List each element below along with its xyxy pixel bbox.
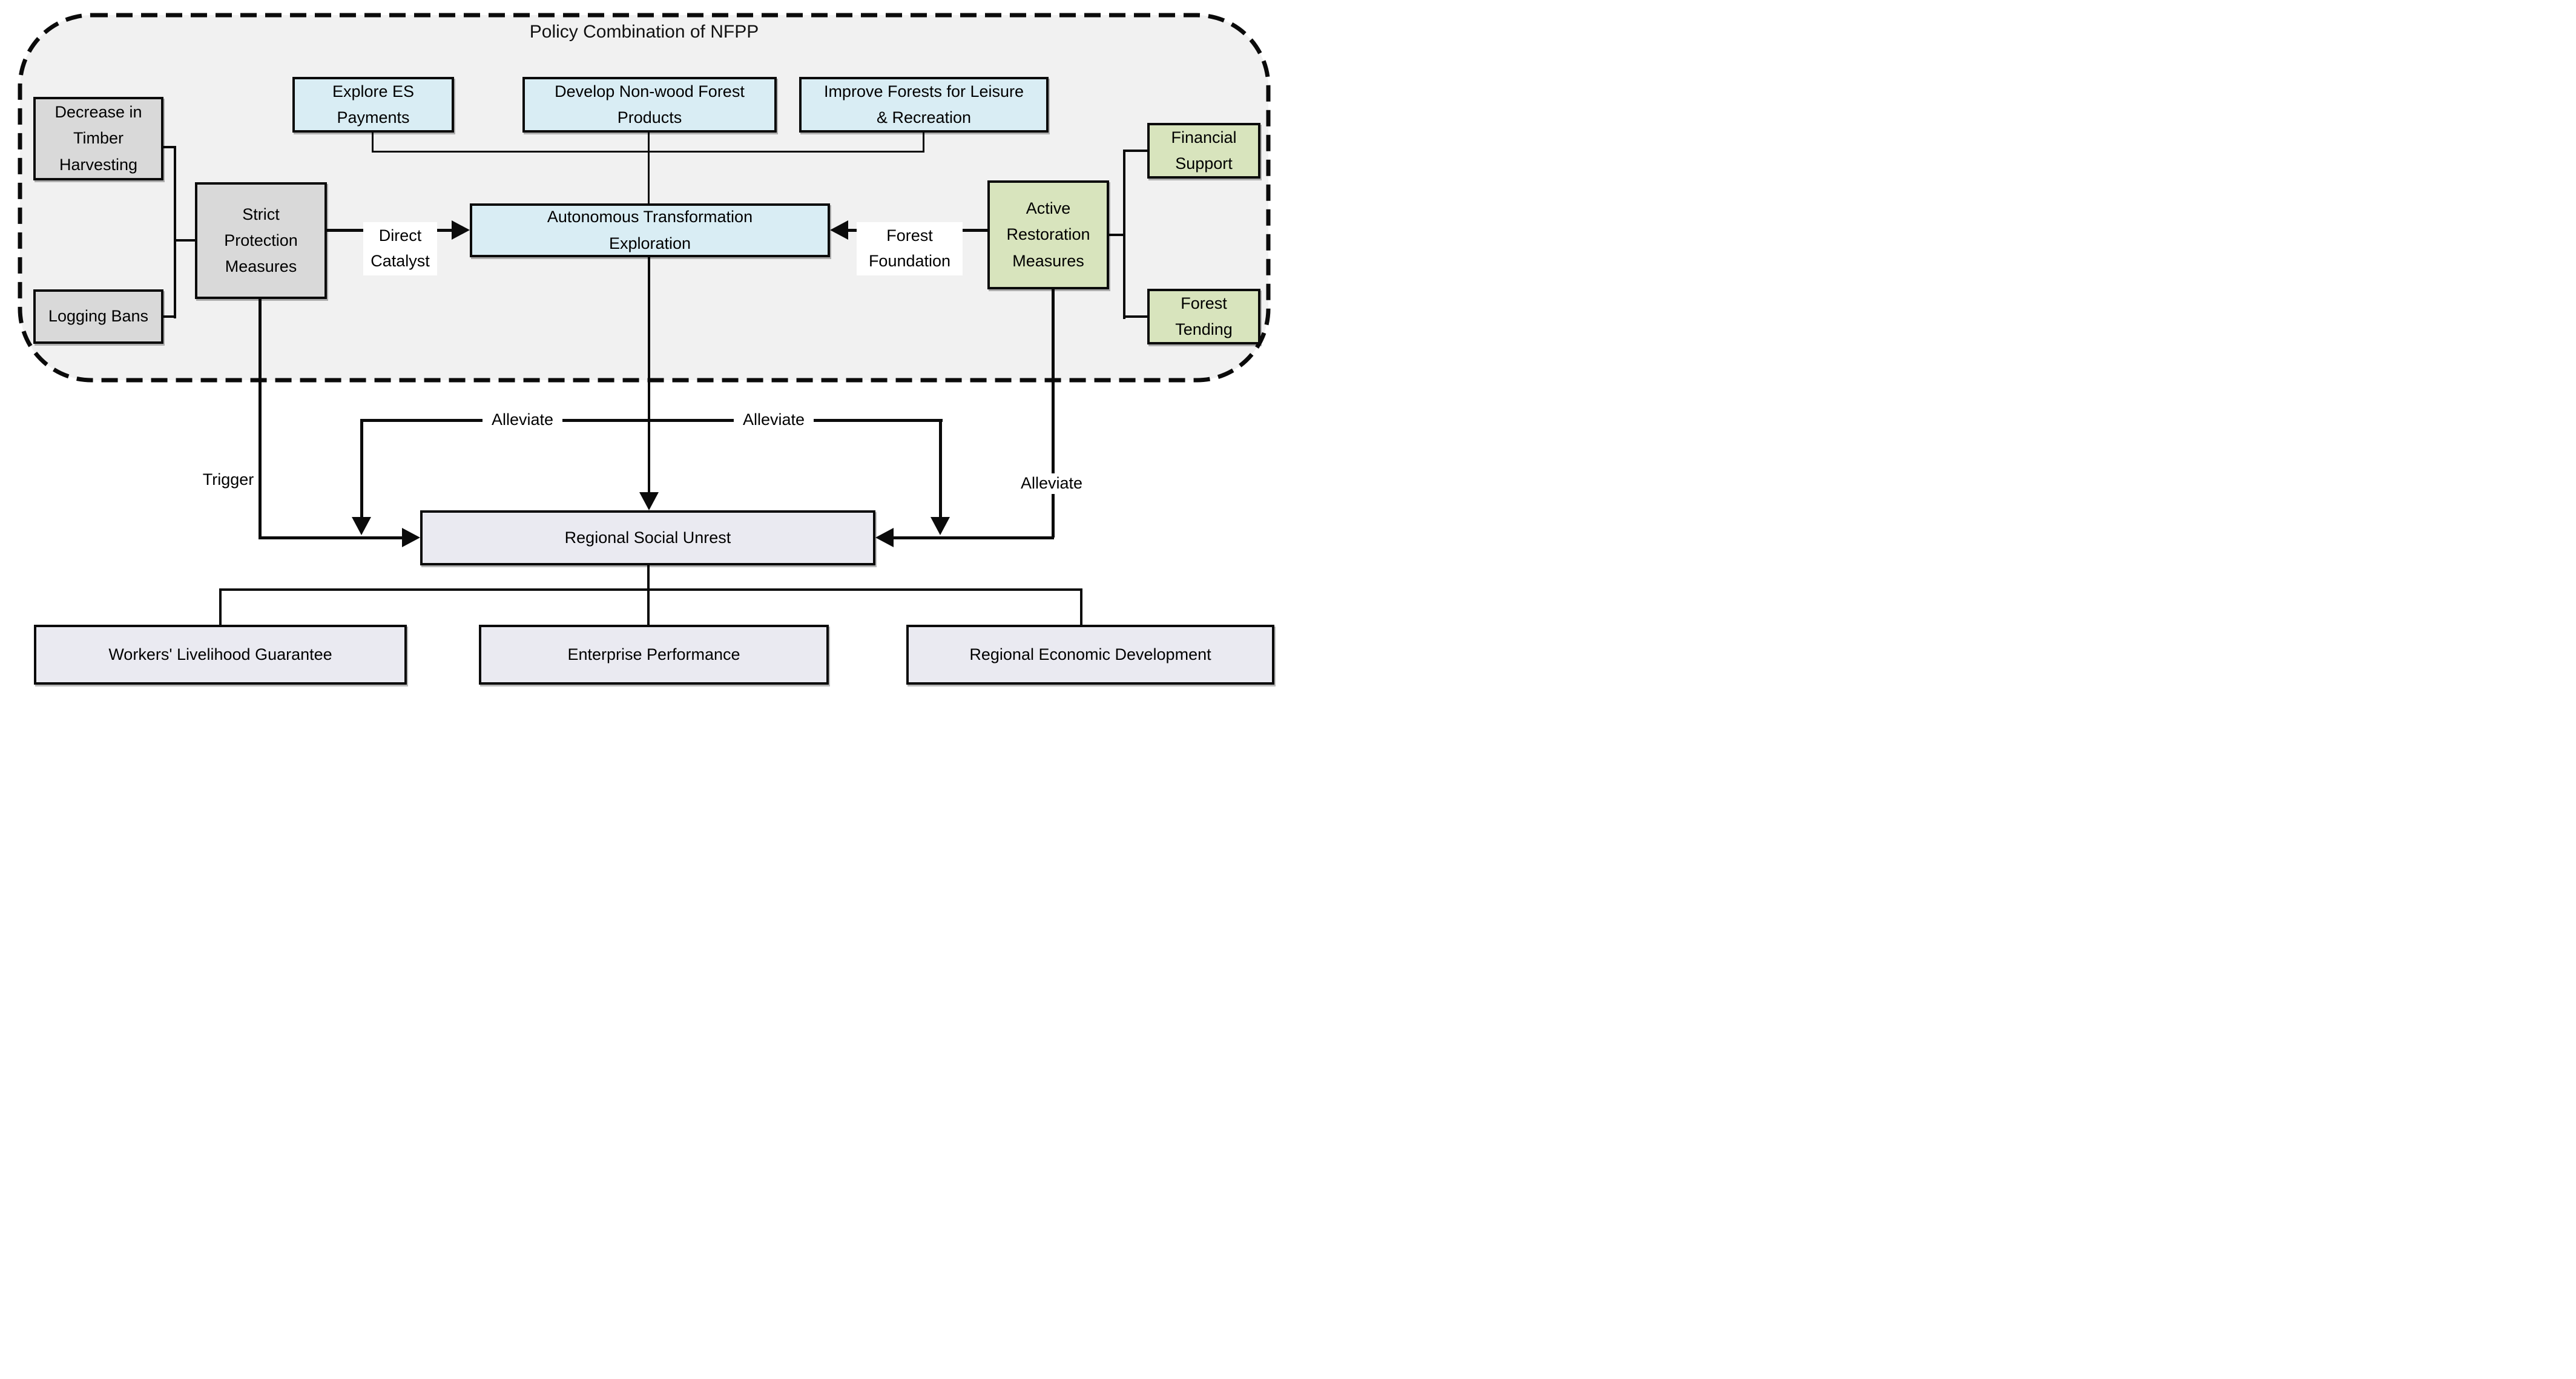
connector-bracket-to-tending xyxy=(1123,315,1147,318)
connector-logging-stub xyxy=(163,315,176,318)
connector-improve-stub xyxy=(923,133,924,151)
box-active-restoration-measures: Active Restoration Measures xyxy=(987,180,1109,289)
nfpp-policy-diagram: Policy Combination of NFPP Explore ES Pa… xyxy=(0,0,1288,690)
edge-label-direct-catalyst: Direct Catalyst xyxy=(363,222,437,275)
edge-trigger-vertical xyxy=(259,299,262,538)
arrowhead-active-alleviate-icon xyxy=(875,528,894,547)
box-explore-es-payments: Explore ES Payments xyxy=(292,77,454,133)
arrowhead-direct-catalyst-icon xyxy=(452,220,470,240)
connector-outcomes-horizontal xyxy=(219,588,1082,591)
edge-active-alleviate-horizontal xyxy=(894,536,1054,539)
box-regional-economic-development: Regional Economic Development xyxy=(906,625,1274,685)
box-logging-bans: Logging Bans xyxy=(33,289,163,344)
edge-trigger-horizontal xyxy=(259,536,403,539)
box-enterprise-performance: Enterprise Performance xyxy=(479,625,829,685)
connector-right-bracket xyxy=(1123,150,1125,319)
box-improve-forests-leisure-recreation: Improve Forests for Leisure & Recreation xyxy=(799,77,1049,133)
box-develop-nonwood-forest-products: Develop Non-wood Forest Products xyxy=(522,77,777,133)
connector-active-stub xyxy=(1109,234,1125,236)
edge-label-alleviate-center: Alleviate xyxy=(734,410,814,430)
box-forest-tending: Forest Tending xyxy=(1147,289,1260,344)
connector-left-bracket xyxy=(174,146,176,318)
box-workers-livelihood-guarantee: Workers' Livelihood Guarantee xyxy=(34,625,407,685)
edge-alleviate-left-drop xyxy=(360,419,363,517)
edge-label-alleviate-left: Alleviate xyxy=(483,410,562,430)
arrowhead-alleviate-right-icon xyxy=(931,517,950,535)
arrowhead-trigger-icon xyxy=(402,528,420,547)
connector-develop-to-autonomous xyxy=(648,133,650,203)
box-decrease-timber-harvesting: Decrease in Timber Harvesting xyxy=(33,97,163,180)
edge-label-forest-foundation: Forest Foundation xyxy=(857,222,963,275)
box-regional-social-unrest: Regional Social Unrest xyxy=(420,510,875,565)
box-strict-protection-measures: Strict Protection Measures xyxy=(195,182,327,299)
connector-drop-enterprise xyxy=(647,588,650,625)
arrowhead-forest-foundation-icon xyxy=(830,220,848,240)
connector-bracket-to-strict xyxy=(174,239,195,242)
connector-decrease-stub xyxy=(163,146,176,148)
edge-label-alleviate-right: Alleviate xyxy=(1012,473,1092,494)
arrowhead-autonomous-to-unrest-icon xyxy=(639,492,659,510)
edge-active-alleviate-vertical xyxy=(1052,289,1055,538)
edge-label-trigger: Trigger xyxy=(198,470,259,490)
box-financial-support: Financial Support xyxy=(1147,123,1260,179)
box-autonomous-transformation-exploration: Autonomous Transformation Exploration xyxy=(470,203,830,257)
edge-alleviate-right-drop xyxy=(939,419,942,517)
connector-explore-stub xyxy=(372,133,374,151)
connector-drop-workers xyxy=(219,588,222,625)
connector-drop-regional-economic xyxy=(1080,588,1082,625)
arrowhead-alleviate-left-icon xyxy=(352,517,371,535)
edge-autonomous-to-unrest-line xyxy=(648,257,650,492)
connector-bracket-to-financial xyxy=(1123,150,1147,152)
diagram-title: Policy Combination of NFPP xyxy=(529,22,759,42)
connector-unrest-bottom-stub xyxy=(647,565,650,590)
edge-alleviate-branch-line xyxy=(360,419,943,422)
